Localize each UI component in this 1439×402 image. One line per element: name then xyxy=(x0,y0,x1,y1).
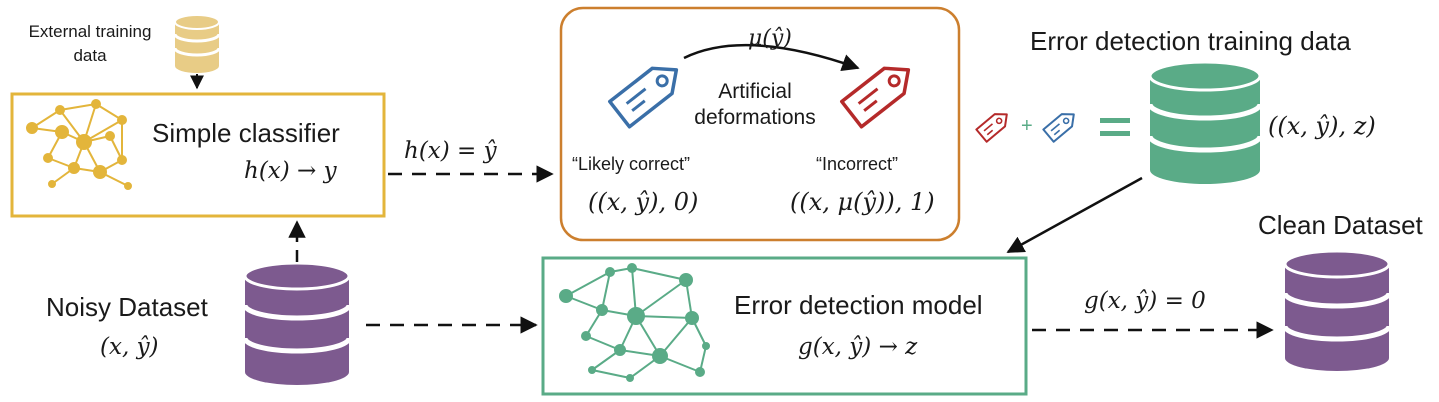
noisy-dataset-title: Noisy Dataset xyxy=(46,292,208,322)
detector-box xyxy=(541,256,1028,396)
classifier-network-icon xyxy=(26,99,132,190)
noisy-dataset-database-icon xyxy=(242,261,352,385)
plus-sign: + xyxy=(1021,115,1033,137)
classifier-formula: h(x) → y xyxy=(244,158,337,184)
small-red-tag-icon xyxy=(975,113,1008,143)
deformation-label-line1: Artificial xyxy=(718,80,792,103)
external-data-database-icon xyxy=(173,14,221,73)
correct-tag-icon xyxy=(608,66,679,129)
incorrect-formula: ((x, μ(ŷ)), 1) xyxy=(790,188,935,216)
classifier-box xyxy=(10,92,386,218)
detector-formula: g(x, ŷ) → z xyxy=(798,334,918,360)
classifier-title: Simple classifier xyxy=(152,118,340,148)
external-data-label-line1: External training xyxy=(28,22,152,41)
clean-dataset-database-icon xyxy=(1282,249,1392,371)
noisy-dataset-formula: (x, ŷ) xyxy=(100,334,159,360)
deformation-mu-label: μ(ŷ) xyxy=(748,26,792,51)
incorrect-tag-icon xyxy=(840,66,911,129)
small-blue-tag-icon xyxy=(1042,113,1075,143)
detector-title: Error detection model xyxy=(734,290,983,320)
deformation-curve-arrow xyxy=(683,43,860,71)
deformation-box xyxy=(559,6,961,242)
training-data-formula: ((x, ŷ), z) xyxy=(1268,112,1376,140)
clean-dataset-title: Clean Dataset xyxy=(1258,210,1423,240)
external-data-label-line2: data xyxy=(73,46,107,65)
training-data-database-icon xyxy=(1147,60,1263,184)
training-data-title: Error detection training data xyxy=(1030,26,1351,56)
equals-sign xyxy=(1100,118,1130,136)
likely-correct-formula: ((x, ŷ), 0) xyxy=(588,188,699,216)
detector-output-label: g(x, ŷ) = 0 xyxy=(1084,288,1206,314)
incorrect-label: “Incorrect” xyxy=(816,154,899,174)
classifier-output-label: h(x) = ŷ xyxy=(404,138,497,164)
training-to-detector-arrow xyxy=(1006,176,1143,254)
detector-network-icon xyxy=(559,263,710,382)
deformation-label-line2: deformations xyxy=(694,106,816,129)
likely-correct-label: “Likely correct” xyxy=(572,154,691,174)
